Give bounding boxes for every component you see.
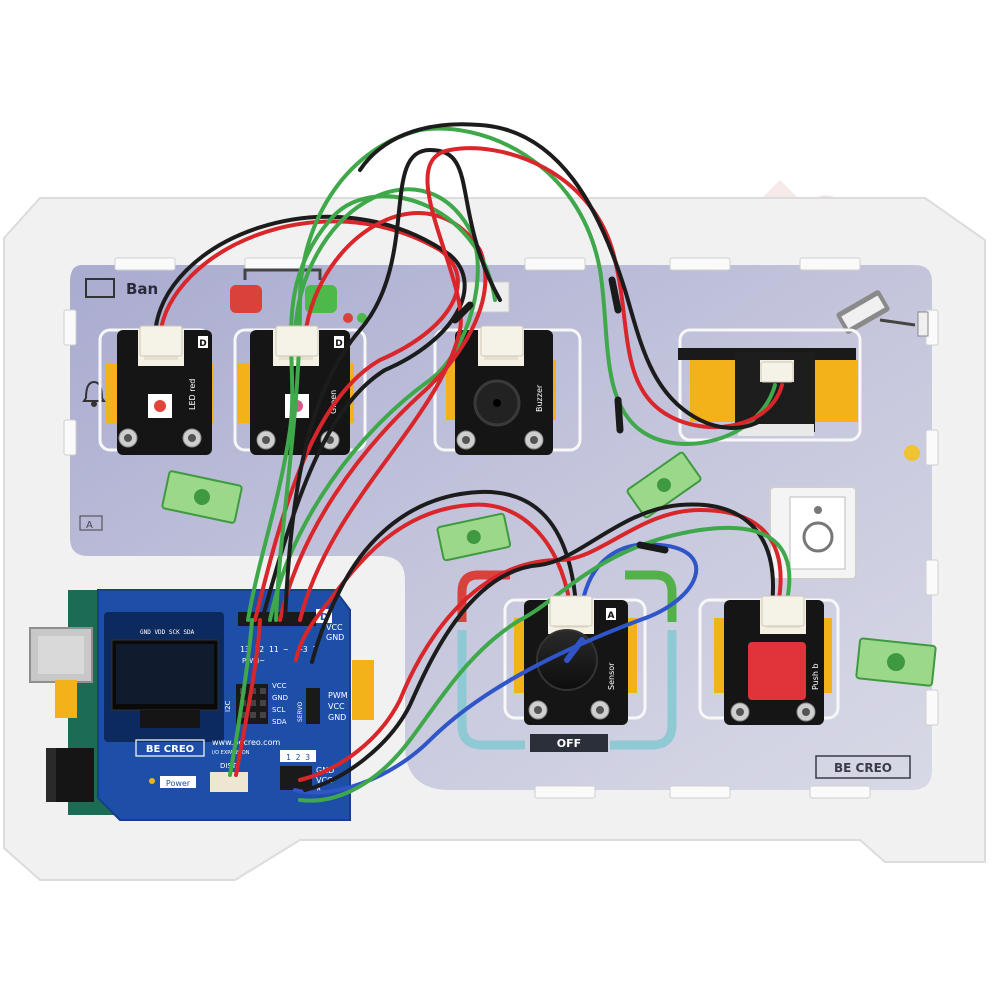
dist-connector xyxy=(210,772,248,792)
svg-text:GND: GND xyxy=(272,694,288,702)
panel-title: Ban xyxy=(85,278,158,298)
svg-text:A: A xyxy=(86,520,93,531)
svg-text:Power: Power xyxy=(166,779,191,788)
wire-dist-green xyxy=(228,618,254,777)
oled-display: GND VDD SCK SDA xyxy=(104,612,224,742)
svg-text:D: D xyxy=(199,339,206,349)
svg-text:www.becreo.com: www.becreo.com xyxy=(212,738,280,747)
svg-text:D: D xyxy=(320,612,328,623)
becreo-panel-logo: BE CREO xyxy=(815,755,911,779)
svg-text:I2C: I2C xyxy=(224,700,232,712)
svg-text:GND: GND xyxy=(326,633,344,642)
svg-text:A: A xyxy=(608,611,615,621)
svg-text:SERVO: SERVO xyxy=(297,702,304,722)
wire-led-green-red xyxy=(278,211,488,622)
svg-text:VCC: VCC xyxy=(272,682,287,690)
svg-text:VCC: VCC xyxy=(326,623,343,632)
svg-text:13 12 11 ~: 13 12 11 ~ xyxy=(240,645,288,654)
svg-text:Push b: Push b xyxy=(811,663,820,690)
svg-text:1 2 3: 1 2 3 xyxy=(286,753,310,762)
camera-icon xyxy=(836,290,929,337)
slider-graphic xyxy=(457,570,677,750)
yellow-holder-module xyxy=(678,348,858,436)
wire-knob-black xyxy=(310,489,578,664)
bell-icon xyxy=(82,380,106,407)
svg-text:A: A xyxy=(316,786,322,795)
svg-text:BE CREO: BE CREO xyxy=(146,744,194,755)
wire-dist-red xyxy=(234,618,262,777)
svg-text:SCL: SCL xyxy=(272,706,285,714)
svg-text:VCC: VCC xyxy=(328,702,345,711)
coin-icon xyxy=(904,445,920,461)
wire-holder-black xyxy=(358,122,790,430)
module-connectors xyxy=(139,325,805,627)
wire-knob-red xyxy=(294,502,572,662)
wire-sleeves xyxy=(451,276,669,554)
svg-text:PWM: PWM xyxy=(328,691,348,700)
svg-text:Buzzer: Buzzer xyxy=(535,384,544,412)
svg-text:DIST: DIST xyxy=(220,762,237,770)
jumper-wires xyxy=(153,122,792,803)
svg-text:I/O EXPANSION: I/O EXPANSION xyxy=(212,750,250,756)
servo-header xyxy=(306,688,320,724)
svg-text:Sensor: Sensor xyxy=(607,662,616,690)
wire-buzzer-black xyxy=(283,147,502,622)
wire-led-green-green xyxy=(268,187,480,622)
wire-holder-red xyxy=(298,146,784,622)
svg-text:LED red: LED red xyxy=(188,379,197,410)
corner-label: A xyxy=(79,515,103,531)
red-push-button xyxy=(748,642,806,700)
svg-text:BE CREO: BE CREO xyxy=(834,761,892,775)
svg-text:VCC: VCC xyxy=(316,776,333,785)
safe-icon xyxy=(769,486,857,580)
expansion-shield: 13 12 11 ~ ~3 2 PWM~ D VCC GND GND VDD S… xyxy=(97,589,374,821)
svg-text:Ban: Ban xyxy=(126,280,158,298)
svg-text:GND: GND xyxy=(328,713,346,722)
svg-text:PWM~: PWM~ xyxy=(242,657,265,665)
svg-text:GND VDD SCK SDA: GND VDD SCK SDA xyxy=(140,629,195,636)
wire-button-black xyxy=(303,502,775,792)
svg-text:D: D xyxy=(335,339,342,349)
money-icon xyxy=(161,451,937,687)
svg-text:~3 2: ~3 2 xyxy=(298,645,317,654)
wire-led-red-black xyxy=(153,214,467,622)
wire-button-green xyxy=(298,525,792,803)
off-label: OFF xyxy=(557,737,581,750)
svg-text:SDA: SDA xyxy=(272,718,287,726)
off-label-bg xyxy=(530,734,608,752)
wire-holder-green xyxy=(274,126,777,622)
